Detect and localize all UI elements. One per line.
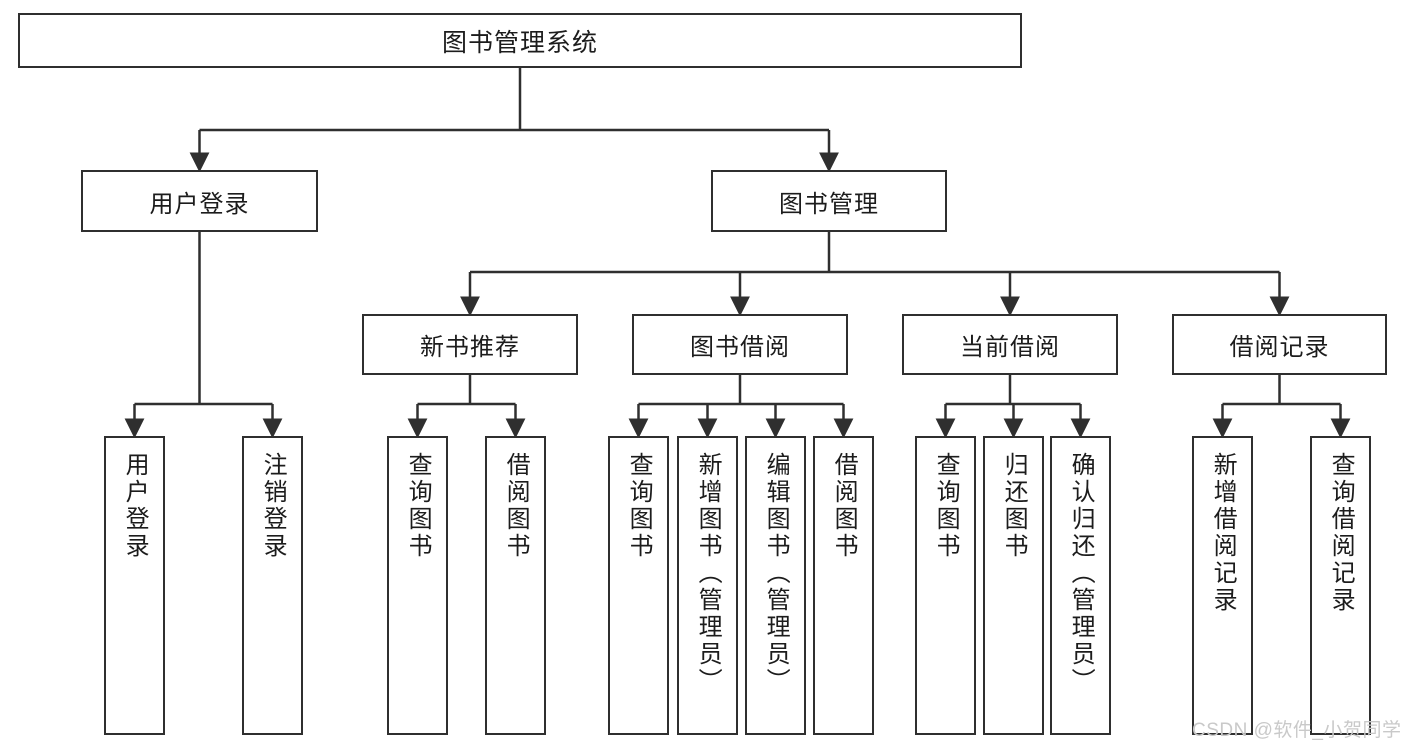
node-label: 查询图书 [625,452,653,560]
node-leaf-rec-1[interactable]: 新增借阅记录 [1192,436,1253,735]
node-label: 新增借阅记录 [1209,452,1237,614]
node-leaf-bor-2[interactable]: 新增图书（管理员） [677,436,738,735]
node-leaf-cur-2[interactable]: 归还图书 [983,436,1044,735]
node-label: 确认归还（管理员） [1067,452,1095,695]
node-bookmgmt[interactable]: 图书管理 [711,170,947,232]
node-label: 归还图书 [1000,452,1028,560]
node-leaf-bor-4[interactable]: 借阅图书 [813,436,874,735]
watermark-text: CSDN @软件_小贺同学 [1192,720,1402,741]
node-leaf-bor-3[interactable]: 编辑图书（管理员） [745,436,806,735]
node-borrow[interactable]: 图书借阅 [632,314,848,375]
node-label: 借阅图书 [502,452,530,560]
node-label: 图书借阅 [690,334,790,361]
node-leaf-rec-2[interactable]: 查询借阅记录 [1310,436,1371,735]
node-leaf-cur-3[interactable]: 确认归还（管理员） [1050,436,1111,735]
node-label: 当前借阅 [960,334,1060,361]
node-label: 图书管理系统 [441,28,598,57]
node-label: 查询图书 [932,452,960,560]
node-leaf-new-1[interactable]: 查询图书 [387,436,448,735]
node-label: 新增图书（管理员） [694,452,722,695]
node-leaf-login-2[interactable]: 注销登录 [242,436,303,735]
node-leaf-cur-1[interactable]: 查询图书 [915,436,976,735]
node-newbook[interactable]: 新书推荐 [362,314,578,375]
node-label: 用户登录 [149,190,250,218]
node-label: 注销登录 [259,452,287,560]
node-label: 编辑图书（管理员） [762,452,790,695]
node-records[interactable]: 借阅记录 [1172,314,1387,375]
node-leaf-login-1[interactable]: 用户登录 [104,436,165,735]
node-current[interactable]: 当前借阅 [902,314,1118,375]
node-leaf-bor-1[interactable]: 查询图书 [608,436,669,735]
node-label: 查询图书 [404,452,432,560]
node-root[interactable]: 图书管理系统 [18,13,1022,68]
node-label: 借阅记录 [1229,334,1330,361]
node-label: 用户登录 [121,452,149,560]
node-label: 新书推荐 [420,334,520,361]
node-login[interactable]: 用户登录 [81,170,318,232]
node-label: 借阅图书 [830,452,858,560]
node-label: 查询借阅记录 [1327,452,1355,614]
node-leaf-new-2[interactable]: 借阅图书 [485,436,546,735]
node-label: 图书管理 [779,190,879,218]
